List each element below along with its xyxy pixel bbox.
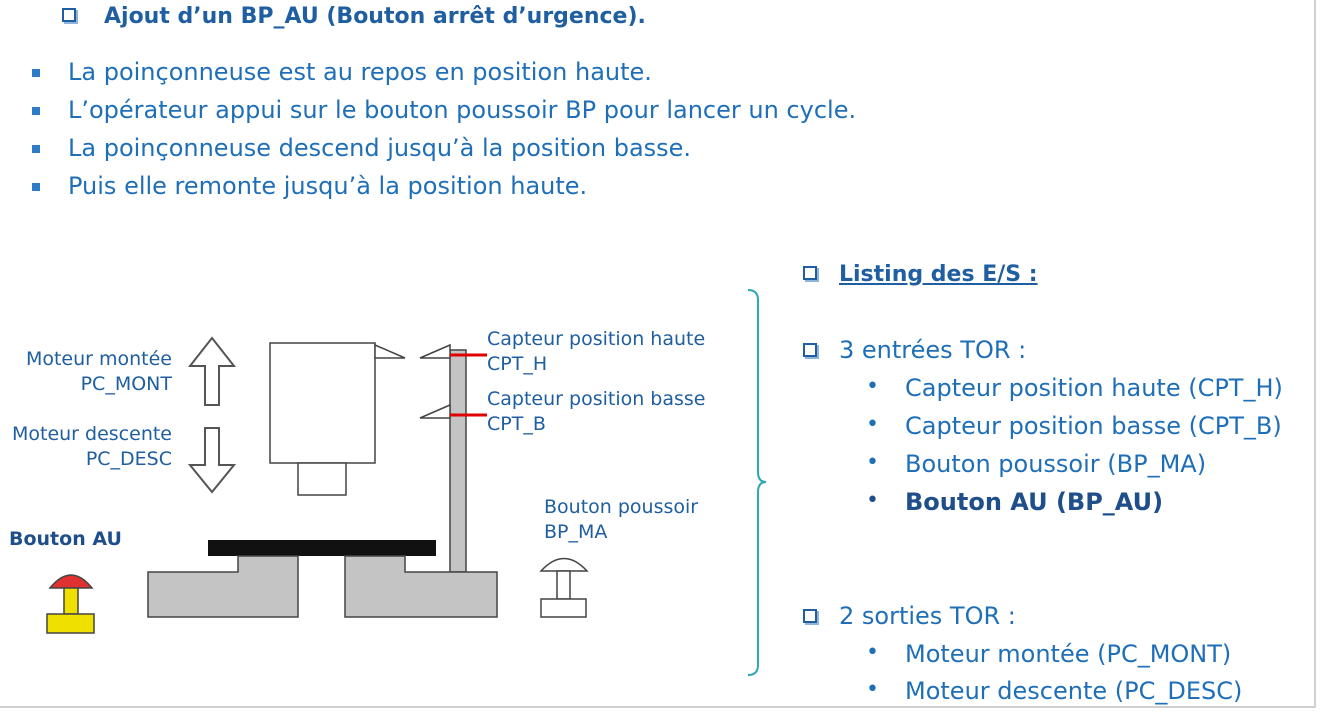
push-button-label: Bouton poussoir BP_MA [544, 496, 699, 543]
bullet-icon: • [866, 488, 879, 513]
listing-heading: Listing des E/S : [839, 262, 1038, 287]
intro-item: La poinçonneuse est au repos en position… [68, 58, 652, 86]
outputs-checkbox-icon [803, 609, 817, 623]
motor-up-label: Moteur montée PC_MONT [25, 348, 172, 395]
bullet-icon: • [866, 412, 879, 437]
bullet-icon: • [866, 640, 879, 665]
sensor-low-label: Capteur position basse CPT_B [487, 388, 706, 435]
input-item-emergency: Bouton AU (BP_AU) [905, 488, 1164, 516]
square-bullet-icon [32, 107, 40, 115]
sensor-high-flag [419, 343, 451, 359]
intro-item: La poinçonneuse descend jusqu’à la posit… [68, 134, 692, 162]
intro-item: Puis elle remonte jusqu’à la position ha… [68, 172, 588, 200]
input-item: Capteur position haute (CPT_H) [905, 374, 1283, 402]
punch-tool [297, 462, 347, 496]
emergency-button-stem [63, 587, 79, 615]
inputs-checkbox-icon [803, 343, 817, 357]
push-button-base [540, 598, 587, 618]
emergency-button-label: Bouton AU [9, 528, 122, 550]
inputs-heading: 3 entrées TOR : [839, 336, 1027, 364]
punch-head [269, 342, 376, 464]
listing-checkbox-icon [803, 266, 817, 280]
outputs-heading: 2 sorties TOR : [839, 602, 1016, 630]
motor-down-label: Moteur descente PC_DESC [11, 423, 172, 470]
square-bullet-icon [32, 145, 40, 153]
machine-column [449, 349, 467, 573]
workpiece-plate [208, 540, 436, 556]
page-title: Ajout d’un BP_AU (Bouton arrêt d’urgence… [104, 4, 646, 29]
square-bullet-icon [32, 183, 40, 191]
sensor-high-label: Capteur position haute CPT_H [487, 328, 706, 375]
input-item: Bouton poussoir (BP_MA) [905, 450, 1207, 478]
bullet-icon: • [866, 374, 879, 399]
machine-base-right [344, 555, 498, 618]
bullet-icon: • [866, 677, 879, 702]
title-checkbox-icon [62, 8, 76, 22]
down-arrow-icon [187, 427, 237, 494]
bullet-icon: • [866, 450, 879, 475]
output-item: Moteur montée (PC_MONT) [905, 640, 1232, 668]
up-arrow-icon [187, 336, 237, 406]
intro-item: L’opérateur appui sur le bouton poussoir… [68, 96, 857, 124]
emergency-button-icon [48, 574, 94, 589]
emergency-button-base [46, 613, 95, 634]
head-flag [374, 343, 406, 359]
push-button-stem [556, 570, 571, 600]
input-item: Capteur position basse (CPT_B) [905, 412, 1282, 440]
curly-brace [747, 289, 767, 676]
square-bullet-icon [32, 69, 40, 77]
sensor-low-flag [419, 403, 451, 419]
machine-base-left [147, 555, 299, 618]
push-button-icon [539, 557, 589, 572]
output-item: Moteur descente (PC_DESC) [905, 677, 1243, 705]
